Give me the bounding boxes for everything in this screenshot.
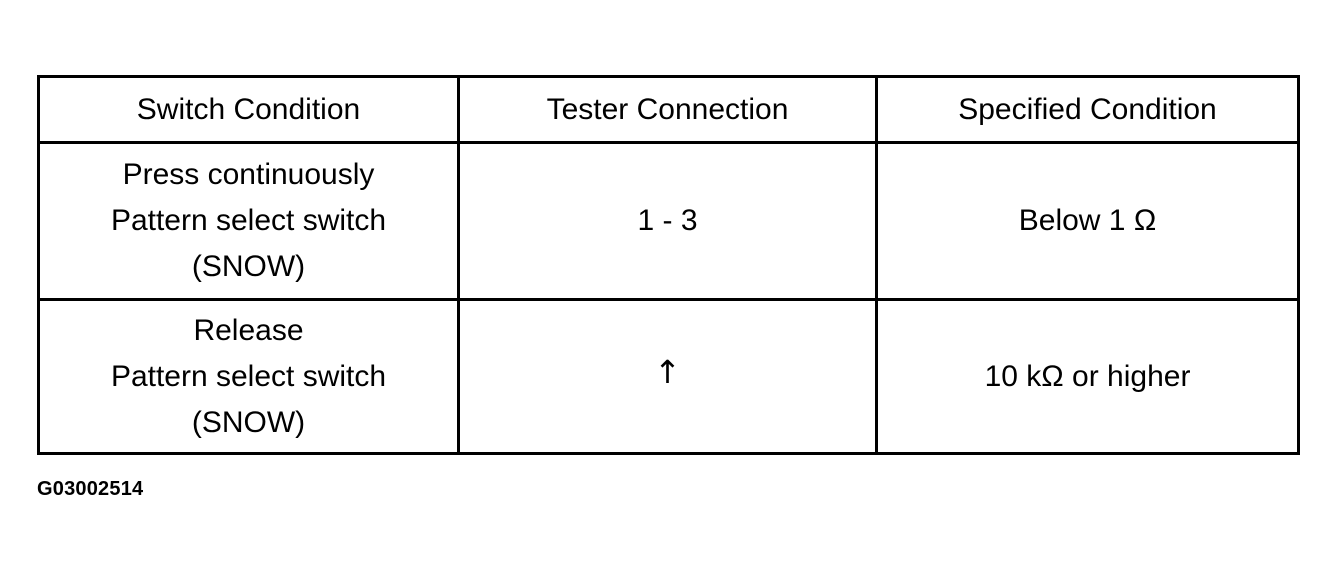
tester-connection-cell: 1 - 3 (457, 141, 878, 301)
tester-connection-cell: ↑ (457, 298, 878, 455)
switch-condition-line: Release (193, 313, 304, 347)
figure-id-label: G03002514 (37, 478, 144, 500)
switch-condition-line: (SNOW) (191, 405, 306, 439)
specified-condition-cell: 10 kΩ or higher (875, 298, 1300, 455)
switch-condition-line: Pattern select switch (110, 359, 387, 393)
header-specified-condition: Specified Condition (875, 75, 1300, 144)
up-arrow-icon: ↑ (654, 352, 681, 391)
switch-condition-cell: Press continuously Pattern select switch… (37, 141, 460, 301)
switch-condition-cell: Release Pattern select switch (SNOW) (37, 298, 460, 455)
specification-table: Switch Condition Tester Connection Speci… (37, 75, 1300, 455)
specified-condition-cell: Below 1 Ω (875, 141, 1300, 301)
table-row: Press continuously Pattern select switch… (37, 141, 1300, 301)
header-switch-condition: Switch Condition (37, 75, 460, 144)
switch-condition-line: (SNOW) (191, 250, 306, 283)
table-header-row: Switch Condition Tester Connection Speci… (37, 75, 1300, 144)
switch-condition-line: Pattern select switch (110, 204, 387, 237)
header-tester-connection: Tester Connection (457, 75, 878, 144)
switch-condition-line: Press continuously (122, 158, 375, 191)
table-row: Release Pattern select switch (SNOW) ↑ 1… (37, 298, 1300, 455)
